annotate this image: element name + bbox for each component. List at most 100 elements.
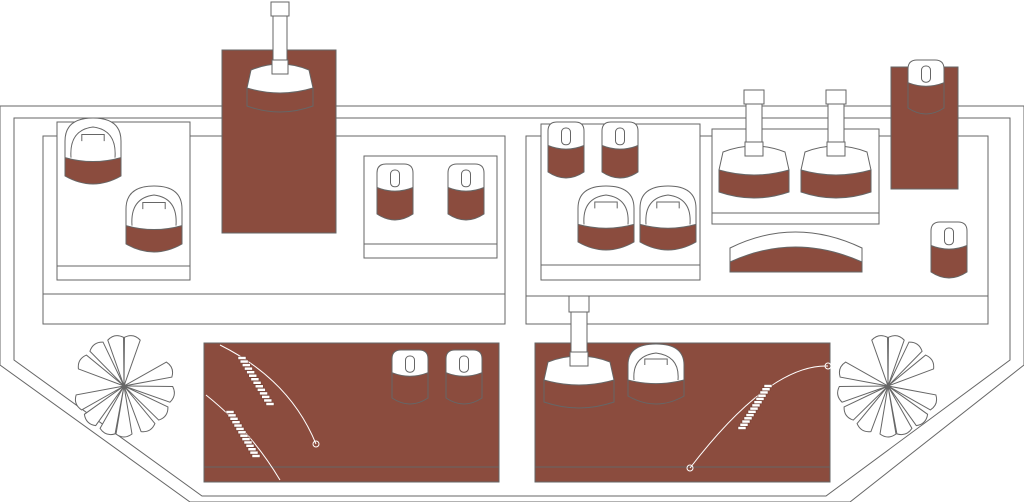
necklace-bead [242, 363, 251, 367]
necklace-chain [219, 344, 317, 445]
necklace-bead [265, 402, 275, 406]
bangle-ring [70, 126, 116, 158]
ring-holder-base [447, 187, 485, 221]
necklace-bead [739, 423, 749, 427]
fan-petal [837, 385, 889, 403]
necklace-bead [251, 454, 261, 458]
necklace-bead [755, 397, 765, 401]
necklace-clasp [312, 440, 320, 448]
fan-petal [871, 335, 889, 387]
necklace-bead [241, 437, 251, 441]
necklace-bead [254, 384, 264, 389]
ring-slot [615, 127, 625, 146]
fan-center [886, 384, 890, 388]
bangle-holder-base [125, 221, 183, 253]
fan-petal [879, 385, 897, 438]
fan-petal [123, 335, 141, 387]
necklace-bead [249, 450, 259, 455]
ring-slot [944, 227, 954, 246]
fan-petal [123, 385, 169, 421]
ring-holder-base [907, 82, 945, 115]
necklace-bead [257, 388, 266, 392]
bangle-holder-cushion [125, 185, 183, 231]
necklace-bead [246, 370, 255, 374]
necklace-bead [233, 423, 243, 428]
bangle-holder-cushion [639, 185, 697, 229]
fan-petal [99, 385, 125, 436]
ring-holder-base [601, 145, 639, 179]
necklace-bead [248, 373, 258, 378]
ring-holder-base [445, 372, 483, 405]
ring-holder-base [547, 145, 585, 179]
bust-base [800, 169, 872, 199]
fan-petal [123, 361, 174, 387]
bust-collar [744, 141, 764, 157]
bust-shoulders [543, 355, 615, 386]
necklace-bead [743, 416, 753, 421]
necklace-bead [749, 406, 759, 411]
necklace-bead [243, 440, 253, 445]
necklace-busts [246, 1, 872, 409]
ring-slot [921, 65, 931, 83]
necklace-bead [261, 395, 270, 399]
bust-collar [271, 59, 289, 75]
fan-petal [89, 341, 125, 387]
necklace-bead [252, 381, 262, 385]
necklace-bead [737, 426, 747, 430]
bust-neck-top [568, 295, 590, 313]
fan-petal [838, 361, 889, 387]
ring-holders [376, 59, 968, 405]
necklace-bead [757, 393, 767, 398]
necklace-bead [239, 433, 249, 438]
necklace-displays [205, 344, 832, 481]
necklace-bead [250, 377, 260, 381]
bangle-holder-cushion [64, 117, 122, 163]
fan-petal [74, 385, 125, 411]
bangle-holder-base [639, 220, 697, 251]
necklace-bead [244, 366, 253, 371]
bust-shoulders [718, 145, 790, 176]
bust-neck-top [270, 1, 290, 17]
display-board [890, 66, 959, 190]
necklace-bead [237, 356, 247, 360]
bangle-holder-base [627, 376, 685, 405]
bangle-clip [594, 201, 618, 209]
fan-petal [887, 341, 923, 387]
bust-neck-top [743, 89, 765, 105]
ring-holder-base [376, 187, 414, 221]
fan-petal [123, 385, 175, 403]
ring-slot [390, 169, 400, 188]
necklace-bead [245, 444, 255, 448]
fan-petal [856, 385, 889, 433]
ring-holder-base [930, 245, 968, 279]
necklace-bead [751, 403, 761, 408]
bangle-holders [64, 117, 697, 405]
necklace-bead [239, 359, 249, 364]
bangle-holder-base [577, 220, 635, 251]
bangle-holder-cushion [627, 343, 685, 385]
necklace-bead [741, 419, 751, 424]
necklace-bead [263, 398, 273, 403]
necklace-bead [259, 391, 268, 396]
bangle-holder-cushion [577, 185, 635, 229]
necklace-bead [247, 447, 257, 451]
necklace-bead [745, 413, 755, 417]
fan-center [122, 384, 126, 388]
necklace-chain [205, 394, 281, 481]
fan-petal [123, 385, 156, 433]
necklace-bead [761, 387, 771, 391]
bangle-holder-base [64, 153, 122, 185]
fan-petal [107, 335, 125, 387]
inner-base-outline [13, 117, 1011, 497]
fan-petal [887, 385, 929, 427]
fan-petal [83, 385, 125, 427]
bust-collar [569, 351, 589, 367]
bangle-clip [81, 134, 105, 142]
necklace-bead [229, 417, 239, 421]
necklace-clasp [824, 362, 832, 370]
bangle-clip [644, 358, 668, 365]
necklace-bead [759, 390, 769, 395]
bust-shoulders [246, 63, 314, 94]
bangle-ring [583, 194, 629, 225]
